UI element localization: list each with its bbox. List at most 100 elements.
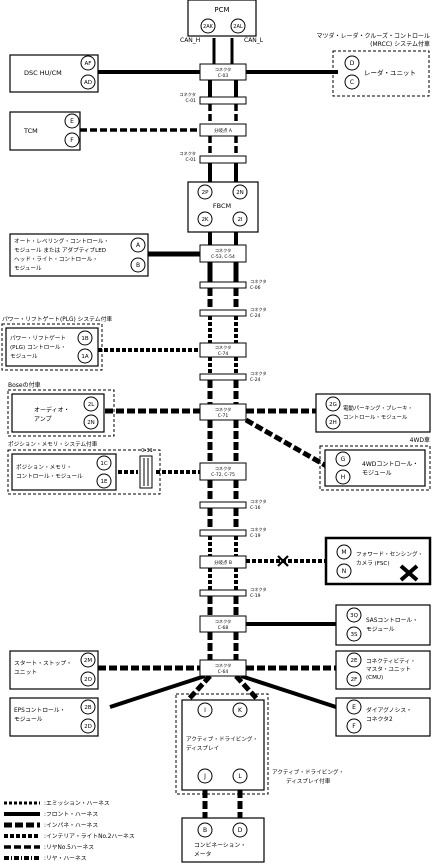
svg-text:C-53, C-54: C-53, C-54 [211, 254, 235, 260]
svg-text:コネクタ: コネクタ [250, 306, 267, 313]
svg-text:アクティブ・ドライビング・: アクティブ・ドライビング・ [186, 735, 258, 743]
svg-text:B: B [136, 262, 140, 269]
radar-group-label: マツダ・レーダ・クルーズ・コントロール [316, 32, 430, 40]
svg-text:モジュール: モジュール [10, 353, 38, 360]
svg-text:フォワード・センシング・: フォワード・センシング・ [356, 550, 423, 558]
svg-text:オーディオ・: オーディオ・ [34, 406, 70, 414]
connector-c16 [199, 501, 247, 509]
svg-text:SASコントロール・: SASコントロール・ [366, 617, 418, 624]
pcm-title: PCM [214, 6, 229, 14]
svg-text:(PLG) コントロール・: (PLG) コントロール・ [10, 344, 66, 351]
svg-text:分岐点 B: 分岐点 B [214, 559, 232, 566]
svg-text:C-64: C-64 [218, 669, 229, 675]
svg-text:2M: 2M [84, 658, 92, 664]
svg-text:B: B [203, 827, 207, 834]
radar-group-label-2: (MRCC) システム付車 [370, 40, 430, 48]
svg-text:ヘッド・ライト・コントロール・: ヘッド・ライト・コントロール・ [14, 256, 98, 263]
ads-module: I K J L アクティブ・ドライビング・ ディスプレイ アクティブ・ドライビン… [175, 693, 344, 795]
svg-text:モジュール または アダプティブLED: モジュール または アダプティブLED [14, 246, 106, 254]
svg-text:パワー・リフトゲート: パワー・リフトゲート [10, 334, 66, 342]
connector-c64 [199, 659, 247, 677]
connector-c01a [199, 96, 247, 105]
svg-text:C-31: C-31 [141, 448, 153, 454]
pcm-pin-2ak [200, 18, 216, 34]
svg-text:スタート・ストップ・: スタート・ストップ・ [14, 659, 72, 667]
svg-text:モジュール: モジュール [362, 470, 392, 477]
svg-text:M: M [341, 549, 346, 556]
svg-text:2G: 2G [329, 402, 337, 408]
svg-text:2B: 2B [84, 705, 91, 711]
svg-text:C-72, C-75: C-72, C-75 [211, 472, 235, 478]
connector-c06 [199, 281, 247, 289]
svg-text:1C: 1C [100, 461, 107, 467]
svg-text:E: E [70, 118, 74, 125]
svg-text:コントロール・モジュール: コントロール・モジュール [343, 414, 408, 421]
svg-text:2K: 2K [201, 217, 208, 223]
svg-text:2I: 2I [237, 217, 242, 223]
fwd4-module: 4WD車 G H 4WDコントロール・ モジュール [319, 436, 431, 491]
svg-text:C-19: C-19 [250, 593, 261, 599]
svg-text:コネクタ: コネクタ [179, 150, 196, 157]
svg-text:(CMU): (CMU) [366, 675, 383, 681]
connector-c01b [199, 155, 247, 164]
tcm-module: TCM E F [9, 111, 81, 151]
svg-text:L: L [238, 773, 242, 780]
radar-unit: マツダ・レーダ・クルーズ・コントロール (MRCC) システム付車 D C レー… [316, 32, 430, 97]
svg-text:2AK: 2AK [203, 24, 214, 30]
svg-text:D: D [238, 827, 243, 834]
can-l-label: CAN_L [244, 37, 264, 44]
svg-text:H: H [341, 474, 346, 481]
svg-text:K: K [238, 707, 243, 714]
svg-text:コネクタ: コネクタ [215, 66, 232, 73]
junction-a [199, 123, 247, 137]
svg-text:C-01: C-01 [186, 98, 197, 104]
connector-c74 [199, 342, 247, 358]
connector-c19b [199, 589, 247, 597]
svg-text:コネクタ: コネクタ [215, 406, 232, 413]
fsc-cross-icon [399, 564, 419, 582]
posmem-group-label: ポジション・メモリ・システム付車 [8, 440, 98, 448]
svg-text:C-01: C-01 [186, 157, 197, 163]
svg-text:1A: 1A [81, 354, 88, 360]
svg-text:2L: 2L [88, 402, 95, 408]
svg-text:C-24: C-24 [250, 377, 261, 383]
radar-name: レーダ・ユニット [364, 68, 416, 77]
svg-text:C-19: C-19 [250, 533, 261, 539]
legend-label-interior-light: :インテリア・ライトNo.2ハーネス [44, 833, 135, 840]
position-memory-module: ポジション・メモリ・システム付車 ポジション・メモリ・ コントロール・モジュール… [7, 440, 161, 495]
svg-text:ポジション・メモリ・: ポジション・メモリ・ [16, 463, 72, 471]
fwd4-group-label: 4WD車 [410, 436, 430, 444]
svg-text:C-06: C-06 [250, 285, 261, 291]
fault-cross-icon [277, 555, 289, 567]
svg-text:F: F [352, 723, 356, 730]
svg-text:2H: 2H [329, 420, 337, 426]
diag-connector: E F ダイアグノシス・ コネクタ2 [335, 697, 431, 737]
svg-text:アンプ: アンプ [34, 416, 52, 423]
pcm-pin-2al [230, 18, 246, 34]
eps-module: EPSコントロール・ モジュール 2B 2D [9, 697, 99, 737]
svg-text:コネクタ: コネクタ [215, 618, 232, 625]
cmu-module: 2E 2F コネクティビティ・ マスタ・ユニット (CMU) [335, 650, 431, 690]
svg-text:2N: 2N [87, 420, 95, 426]
junction-b [199, 555, 247, 569]
svg-text:E: E [352, 704, 356, 711]
connector-c24b [199, 373, 247, 381]
svg-text:モジュール: モジュール [14, 265, 42, 272]
svg-text:コネクタ: コネクタ [215, 662, 232, 669]
audio-group-label: Boseの付車 [8, 381, 41, 389]
svg-text:3S: 3S [351, 632, 358, 638]
svg-text:オート・レベリング・コントロール・: オート・レベリング・コントロール・ [14, 237, 109, 245]
svg-text:コンビネーション・: コンビネーション・ [194, 841, 246, 849]
svg-text:2O: 2O [84, 677, 92, 683]
svg-text:2N: 2N [236, 190, 244, 196]
branch-wires [80, 70, 338, 671]
svg-text:AF: AF [85, 61, 92, 67]
epb-module: 2G 2H 電動パーキング・ブレーキ・ コントロール・モジュール [315, 393, 431, 433]
svg-text:コネクタ: コネクタ [215, 247, 232, 254]
svg-text:分岐点 A: 分岐点 A [214, 127, 233, 134]
fsc-module: M N フォワード・センシング・ カメラ (FSC) [324, 536, 432, 586]
svg-text:カメラ (FSC): カメラ (FSC) [356, 560, 390, 567]
svg-text:モジュール: モジュール [366, 626, 395, 633]
connector-c24a [199, 309, 247, 317]
